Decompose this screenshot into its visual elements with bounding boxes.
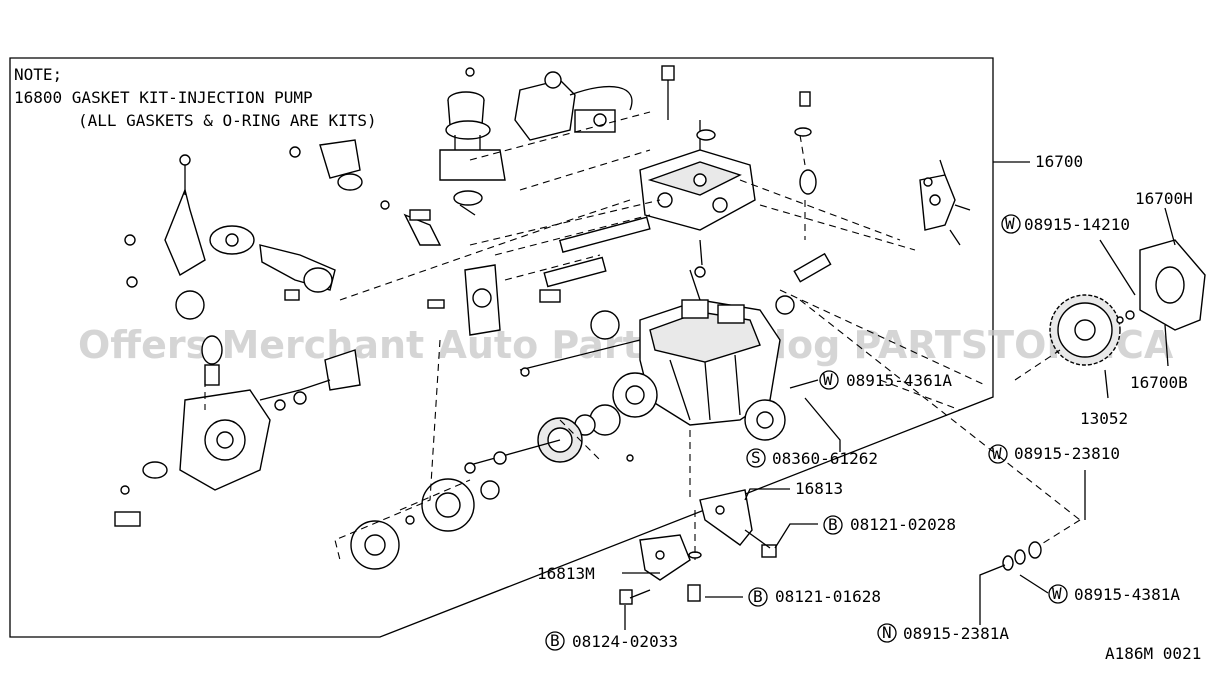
bracket-illustration [619, 489, 777, 605]
drive-shaft-illustration [350, 310, 658, 570]
timer-housing-illustration [114, 154, 271, 527]
callout-b-circle [823, 515, 843, 535]
callout-w-circle [1001, 214, 1021, 234]
callout-08915-23810: 08915-23810 [1014, 444, 1120, 463]
callout-labels: 16700 16700H W 08915-14210 16700B W 0891… [537, 152, 1201, 663]
callout-s-circle [746, 448, 766, 468]
valve-stack-illustration [439, 67, 506, 216]
governor-cover-illustration [639, 65, 756, 231]
callout-prefix-n: N [882, 623, 892, 642]
diagram-code: A186M 0021 [1105, 644, 1201, 663]
callout-prefix-b: B [550, 631, 560, 650]
lever-shaft-illustration [289, 139, 442, 246]
callout-prefix-s: S [751, 448, 761, 467]
callout-08915-14210: 08915-14210 [1024, 215, 1130, 234]
callout-w-circle [988, 444, 1008, 464]
note-line-gasket-kit: 16800 GASKET KIT-INJECTION PUMP [14, 88, 313, 107]
plunger-assembly-illustration [209, 225, 361, 411]
callout-prefix-b: B [828, 515, 838, 534]
callout-16813: 16813 [795, 479, 843, 498]
callout-16700: 16700 [1035, 152, 1083, 171]
callout-08121-02028: 08121-02028 [850, 515, 956, 534]
diagram-frame [9, 57, 994, 638]
note-heading: NOTE; [14, 65, 62, 84]
note-line-kits: (ALL GASKETS & O-RING ARE KITS) [78, 111, 377, 130]
delivery-valve-illustration [427, 91, 832, 336]
callout-08121-01628: 08121-01628 [775, 587, 881, 606]
callout-prefix-b: B [753, 587, 763, 606]
exploded-view-guides [204, 111, 1081, 561]
callout-prefix-w: W [823, 370, 833, 389]
throttle-lever-illustration [919, 159, 971, 246]
callout-16700b: 16700B [1130, 373, 1188, 392]
callout-w-circle [819, 370, 839, 390]
callout-08915-4361a: 08915-4361A [846, 371, 952, 390]
callout-b-circle [545, 631, 565, 651]
watermark: Offers Merchant Auto Parts Catalog PARTS… [78, 323, 1174, 367]
callout-08360-61262: 08360-61262 [772, 449, 878, 468]
callout-08124-02033: 08124-02033 [572, 632, 678, 651]
washer-nut-illustration [1002, 541, 1042, 571]
callout-16700h: 16700H [1135, 189, 1193, 208]
callout-prefix-w: W [1005, 214, 1015, 233]
leader-lines [622, 161, 1176, 630]
solenoid-illustration [514, 71, 633, 141]
callout-b-circle [748, 587, 768, 607]
callout-prefix-w: W [1052, 584, 1062, 603]
callout-13052: 13052 [1080, 409, 1128, 428]
timing-gear-illustration [1049, 239, 1206, 366]
callout-08915-4381a: 08915-4381A [1074, 585, 1180, 604]
pump-body-illustration [639, 239, 795, 441]
callout-08915-2381a: 08915-2381A [903, 624, 1009, 643]
callout-w-circle [1048, 584, 1068, 604]
callout-16813m: 16813M [537, 564, 595, 583]
callout-n-circle [877, 623, 897, 643]
callout-prefix-w: W [992, 444, 1002, 463]
